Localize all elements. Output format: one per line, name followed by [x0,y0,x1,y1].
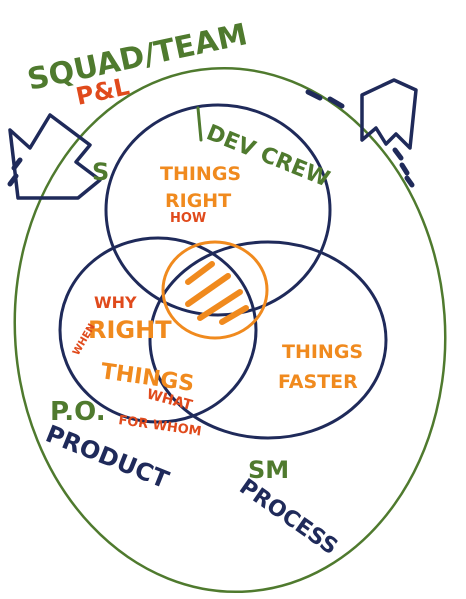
things-faster-line2: FASTER [278,371,358,393]
things-right-line1: THINGS [160,163,241,185]
center-intersection-outline [161,240,269,340]
process-label: PROCESS [235,474,342,560]
how-label: HOW [170,211,206,226]
right-label: RIGHT [88,316,172,344]
process-circle [148,240,388,440]
center-hatch [185,261,249,325]
sm-label: SM [248,456,289,484]
dev-crew-divider [196,106,203,142]
arrow-up-right-icon [360,78,418,150]
s-label: S [92,158,109,186]
things-faster-line1: THINGS [282,341,363,363]
product-circle [58,236,258,424]
why-label: WHY [94,293,137,312]
team-boundary-ellipse [13,66,447,594]
right-dashes [305,89,415,188]
dev-crew-circle [104,103,332,317]
po-label: P.O. [50,397,106,427]
squad-team-label: SQUAD/TEAM [24,17,250,98]
left-dashes [7,157,23,187]
things-right-line2: RIGHT [165,190,231,212]
arrow-down-left-icon [8,113,102,200]
